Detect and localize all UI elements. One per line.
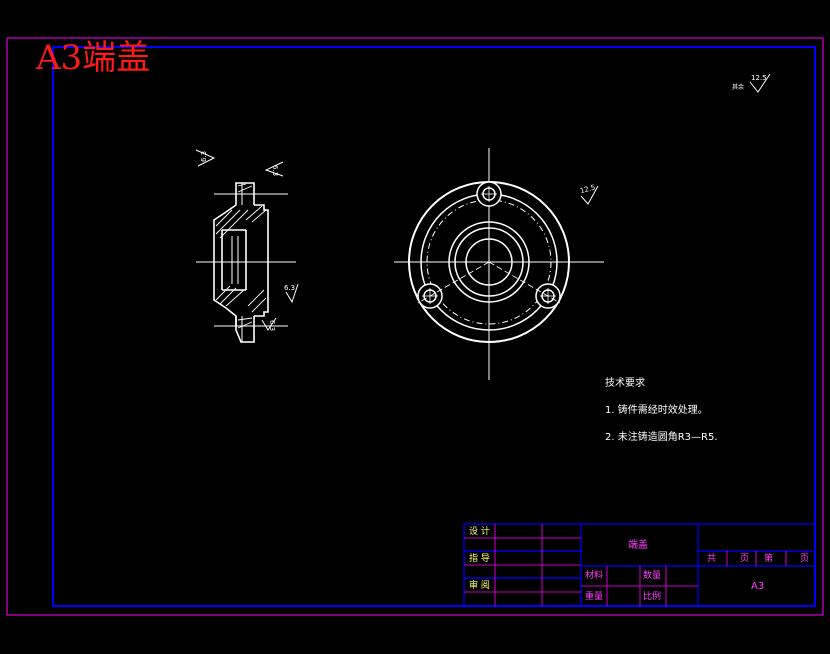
front-view [394,148,604,380]
roughness-corner-note: 其余 [732,83,744,91]
sheet-title: A3端盖 [36,38,151,78]
roughness-side-top2-label: 6.3 [271,165,279,176]
tb-material: 材料 [585,571,604,581]
title-block-grid [463,523,816,607]
tb-part-name: 端盖 [628,540,648,551]
tb-total: 共 [707,554,717,564]
tb-design: 设 计 [469,527,490,537]
inner-border [52,46,816,607]
tb-page-unit-1: 页 [740,554,750,564]
roughness-symbols-left [195,73,771,331]
roughness-side-low-label: 6.3 [268,320,276,331]
roughness-symbol-a [195,149,216,167]
tb-scale: 比例 [643,592,662,602]
tech-item-1: 1. 铸件需经时效处理。 [605,405,708,416]
tb-sheet: 第 [764,554,774,564]
roughness-symbol-e [749,73,771,93]
tb-quantity: 数量 [643,571,662,581]
tb-review: 审 阅 [469,581,490,591]
technical-requirements: 技术要求 1. 铸件需经时效处理。 2. 未注铸造圆角R3—R5. [605,377,718,458]
tb-page-unit-2: 页 [800,554,810,564]
roughness-symbol-c [285,283,299,304]
title-block-fine-grid [464,524,787,606]
roughness-symbol-b [264,161,284,177]
tb-weight: 重量 [585,592,604,602]
tb-format: A3 [751,581,765,592]
roughness-symbol-f [580,185,599,205]
roughness-corner-label: 12.5 [751,74,767,82]
tb-check: 指 导 [469,554,490,564]
roughness-side-top-label: 6.3 [200,151,208,162]
roughness-front-label: 12.5 [579,183,596,195]
tech-item-2: 2. 未注铸造圆角R3—R5. [605,432,718,443]
section-view [196,182,296,343]
outer-border [6,37,824,616]
roughness-side-mid-label: 6.3 [284,284,295,292]
tech-heading: 技术要求 [605,378,645,389]
roughness-symbol-d [261,317,277,331]
